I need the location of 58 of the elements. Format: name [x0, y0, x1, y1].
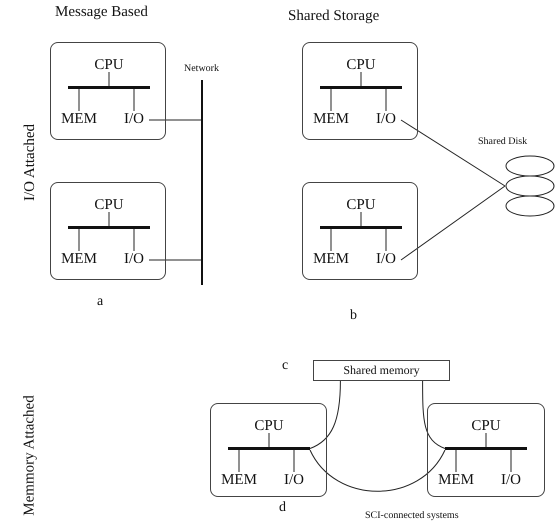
- component-label: MEM: [307, 109, 355, 129]
- connector-line: [400, 120, 506, 186]
- bus-bar: [68, 86, 150, 89]
- component-label: MEM: [55, 109, 103, 129]
- component-label: MEM: [55, 249, 103, 269]
- connector-line: [108, 212, 110, 226]
- connector-line: [78, 228, 80, 252]
- component-label: MEM: [307, 249, 355, 269]
- connector-line: [360, 212, 362, 226]
- component-label: I/O: [117, 109, 151, 129]
- connector-line: [310, 450, 446, 492]
- panel-letter: b: [350, 308, 357, 324]
- component-label: CPU: [341, 55, 381, 75]
- connector-line: [360, 72, 362, 86]
- component-label: MEM: [432, 470, 480, 490]
- system-box: [50, 42, 166, 140]
- component-label: MEM: [215, 470, 263, 490]
- row-heading: I/O Attached: [22, 123, 39, 201]
- component-label: CPU: [466, 416, 506, 436]
- panel-letter: d: [279, 500, 286, 516]
- panel-letter: a: [97, 294, 104, 310]
- component-label: CPU: [89, 55, 129, 75]
- system-box: [427, 403, 545, 497]
- bus-bar: [228, 447, 310, 450]
- connector-line: [108, 72, 110, 86]
- node-caption: Network: [184, 63, 219, 74]
- component-label: I/O: [494, 470, 528, 490]
- connector-line: [510, 450, 512, 472]
- caption-label: SCI-connected systems: [365, 510, 459, 521]
- component-label: I/O: [117, 249, 151, 269]
- bus-bar: [320, 226, 402, 229]
- node-caption: Shared Disk: [478, 136, 528, 147]
- system-box: [302, 182, 418, 280]
- bus-bar: [320, 86, 402, 89]
- component-label: CPU: [341, 195, 381, 215]
- system-box: [210, 403, 327, 497]
- component-label: CPU: [249, 416, 289, 436]
- memory-box: Shared memory: [313, 360, 450, 381]
- connector-line: [330, 228, 332, 252]
- component-label: I/O: [369, 109, 403, 129]
- connector-line: [268, 432, 270, 448]
- system-box: [302, 42, 418, 140]
- component-label: CPU: [89, 195, 129, 215]
- connector-line: [78, 88, 80, 112]
- bus-bar: [68, 226, 150, 229]
- panel-letter: c: [282, 358, 288, 374]
- component-label: I/O: [277, 470, 311, 490]
- caption-label: Message Based: [55, 4, 148, 21]
- system-box: [50, 182, 166, 280]
- row-heading: Memmory Attached: [22, 394, 39, 516]
- connector-line: [310, 380, 341, 449]
- connector-line: [422, 380, 446, 449]
- connector-line: [400, 186, 506, 260]
- connector-line: [330, 88, 332, 112]
- caption-label: Shared Storage: [288, 8, 380, 25]
- bus-bar: [445, 447, 527, 450]
- component-label: I/O: [369, 249, 403, 269]
- connector-line: [238, 450, 240, 472]
